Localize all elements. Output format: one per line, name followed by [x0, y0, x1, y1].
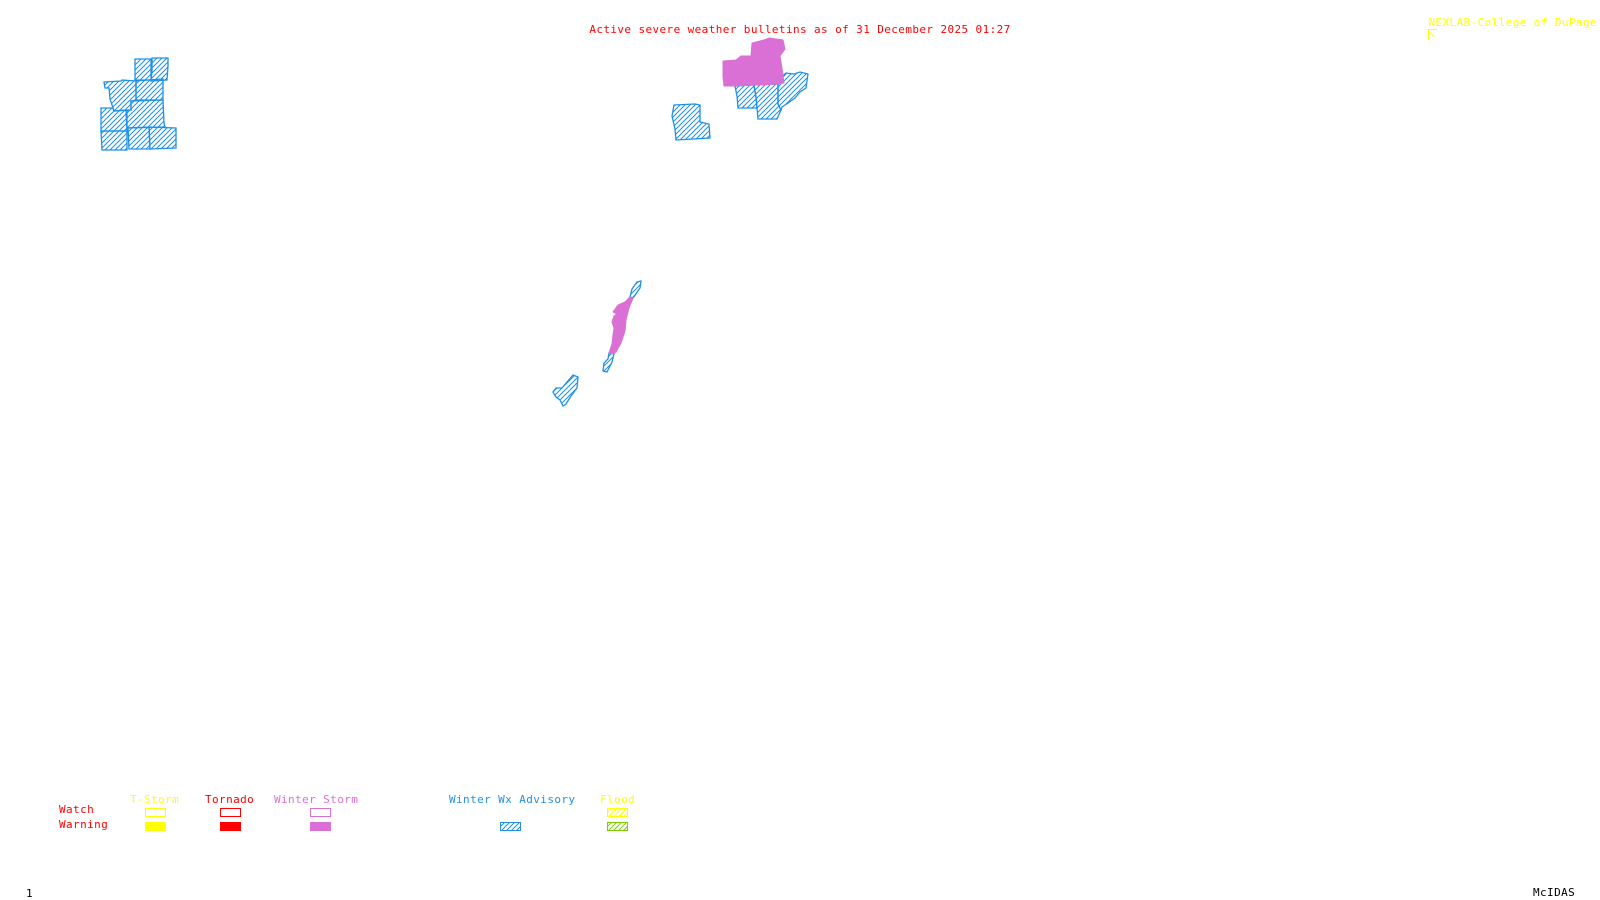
advisory-area	[100, 130, 128, 151]
tornado-warning-swatch	[220, 822, 241, 831]
tstorm-warning-swatch	[145, 822, 166, 831]
winter-advisory-swatch	[500, 822, 521, 831]
advisory-cluster-central	[552, 280, 642, 407]
flood-warning-swatch	[607, 822, 628, 831]
advisory-area	[602, 352, 615, 373]
winter-storm-watch-swatch	[310, 808, 331, 817]
bulletin-title: Active severe weather bulletins as of 31…	[589, 23, 1011, 36]
credit-label: NEXLAB-College of DuPage	[1414, 5, 1597, 65]
advisory-area	[753, 83, 782, 120]
advisory-area	[148, 126, 177, 150]
tstorm-watch-swatch	[145, 808, 166, 817]
nexlab-logo-icon	[1428, 29, 1438, 40]
advisory-area	[150, 57, 169, 82]
advisory-area	[100, 107, 128, 132]
advisory-area	[734, 84, 758, 109]
legend-row-warning: Warning	[59, 818, 109, 831]
advisory-area	[126, 99, 166, 129]
legend-header-winter-advisory: Winter Wx Advisory	[449, 793, 576, 806]
flood-watch-swatch	[607, 808, 628, 817]
legend-header-winter-storm: Winter Storm	[274, 793, 359, 806]
legend-row-watch: Watch	[59, 803, 95, 816]
winter-storm-warning-swatch	[310, 822, 331, 831]
legend-header-flood: Flood	[600, 793, 636, 806]
legend-header-tstorm: T-Storm	[130, 793, 180, 806]
tornado-watch-swatch	[220, 808, 241, 817]
advisory-area	[135, 78, 164, 101]
legend-header-tornado: Tornado	[205, 793, 255, 806]
credit-text: NEXLAB-College of DuPage	[1428, 16, 1597, 29]
frame-number: 1	[26, 887, 34, 900]
advisory-area	[629, 280, 642, 299]
advisory-area	[777, 71, 809, 112]
advisory-cluster-north-central	[671, 71, 809, 141]
winter-storm-warning-area	[722, 37, 786, 87]
advisory-cluster-northwest	[100, 57, 177, 151]
software-label: McIDAS	[1533, 886, 1576, 899]
advisory-area	[552, 374, 579, 407]
winter-storm-warning-area	[608, 296, 634, 355]
advisory-area	[671, 103, 711, 141]
advisory-area	[134, 58, 152, 81]
advisory-area	[127, 126, 151, 150]
